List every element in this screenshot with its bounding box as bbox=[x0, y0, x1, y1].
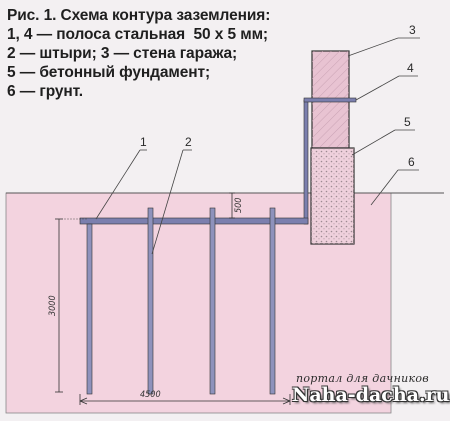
caption-line-5: 6 — грунт. bbox=[7, 83, 83, 100]
figure-caption: Рис. 1. Схема контура заземления: 1, 4 — … bbox=[7, 6, 270, 101]
ground-rod-2 bbox=[147, 207, 154, 395]
callout-1: 1 bbox=[140, 135, 147, 149]
callout-4: 4 bbox=[407, 61, 414, 75]
steel-strip-4-vertical bbox=[303, 99, 309, 225]
steel-strip-1 bbox=[79, 217, 309, 225]
watermark-tagline: портал для дачников bbox=[296, 372, 429, 385]
callout-3: 3 bbox=[409, 23, 416, 37]
callout-5: 5 bbox=[404, 115, 411, 129]
caption-line-2: 1, 4 — полоса стальная 50 х 5 мм; bbox=[7, 26, 268, 43]
caption-line-4: 5 — бетонный фундамент; bbox=[7, 64, 211, 81]
ground-rod-4 bbox=[269, 207, 276, 395]
ground-rod-3 bbox=[209, 207, 216, 395]
dimension-depth: 500 bbox=[234, 198, 244, 213]
steel-strip-4-bend bbox=[303, 97, 357, 103]
caption-line-3: 2 — штыри; 3 — стена гаража; bbox=[7, 45, 238, 62]
ground-rod-1 bbox=[86, 223, 93, 395]
dimension-height: 3000 bbox=[48, 295, 58, 316]
dimension-length: 4500 bbox=[140, 390, 161, 400]
callout-2: 2 bbox=[185, 135, 192, 149]
watermark-site: Naha-dacha.ru bbox=[292, 384, 450, 406]
caption-line-1: Рис. 1. Схема контура заземления: bbox=[7, 7, 271, 24]
callout-6: 6 bbox=[408, 155, 415, 169]
